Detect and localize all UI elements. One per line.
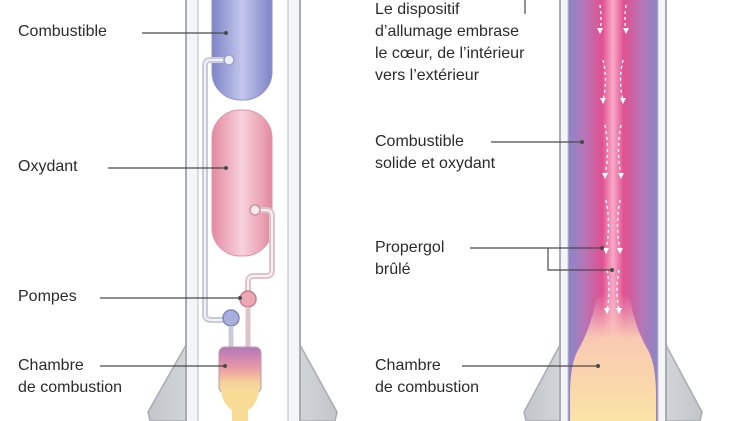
- leader-propergol: [470, 247, 612, 271]
- label-allumage: Le dispositif d’allumage embrase le cœur…: [375, 0, 524, 87]
- label-allumage-line3: le cœur, de l’intérieur: [375, 45, 525, 62]
- label-combustible-text: Combustible: [18, 23, 107, 40]
- leader-dots: [223, 31, 614, 368]
- oxidizer-pump: [239, 290, 257, 308]
- label-propergol: Propergol brûlé: [375, 237, 444, 281]
- label-pompes-text: Pompes: [18, 288, 77, 305]
- label-propergol-line1: Propergol: [375, 239, 445, 256]
- oxidizer-tank: [211, 109, 273, 257]
- label-combustible-solide-line2: solide et oxydant: [375, 155, 496, 172]
- right-burning-chamber: [570, 293, 656, 421]
- label-combustible: Combustible: [18, 21, 107, 43]
- label-propergol-line2: brûlé: [375, 261, 411, 278]
- liquid-engine: [147, 0, 338, 421]
- left-exhaust-flame: [221, 390, 259, 421]
- label-chambre-left: Chambre de combustion: [18, 355, 122, 399]
- oxidizer-pipe-highlight: [247, 209, 273, 296]
- label-chambre-right-line2: de combustion: [375, 379, 480, 396]
- oxidizer-outlet: [249, 204, 261, 216]
- label-oxydant: Oxydant: [18, 156, 78, 178]
- label-chambre-left-line1: Chambre: [18, 357, 84, 374]
- label-chambre-right: Chambre de combustion: [375, 355, 479, 399]
- label-oxydant-text: Oxydant: [18, 158, 78, 175]
- label-combustible-solide-line1: Combustible: [375, 133, 464, 150]
- label-allumage-line1: Le dispositif: [375, 1, 460, 18]
- fuel-outlet: [223, 54, 235, 66]
- label-allumage-line4: vers l’extérieur: [375, 67, 480, 84]
- label-chambre-left-line2: de combustion: [18, 379, 123, 396]
- label-combustible-solide: Combustible solide et oxydant: [375, 131, 495, 175]
- solid-engine: [523, 0, 703, 421]
- left-combustion-chamber: [218, 346, 262, 394]
- burn-direction-arrows: [599, 4, 627, 311]
- fuel-pump: [222, 309, 240, 327]
- label-chambre-right-line1: Chambre: [375, 357, 441, 374]
- label-allumage-line2: d’allumage embrase: [375, 23, 520, 40]
- fuel-tank: [211, 0, 273, 101]
- fuel-pipe-highlight: [204, 59, 232, 321]
- burn-arrowheads: [597, 28, 629, 314]
- leader-lines: [100, 0, 612, 367]
- label-pompes: Pompes: [18, 286, 77, 308]
- solid-propellant-core: [567, 0, 659, 421]
